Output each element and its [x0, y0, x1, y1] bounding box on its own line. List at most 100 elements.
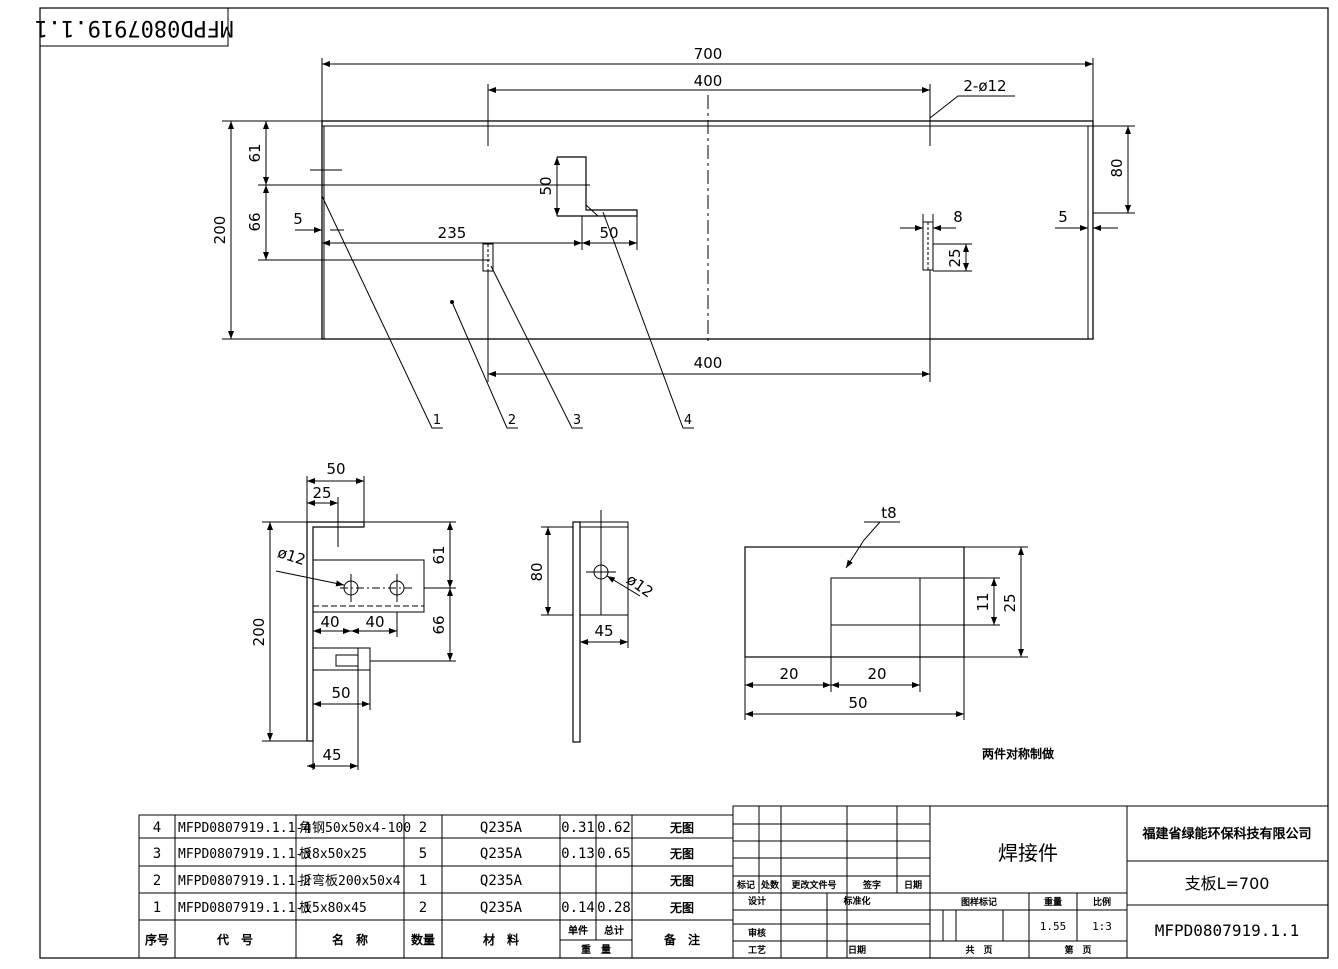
- title-drawing-number: MFPD0807919.1.1: [1155, 921, 1300, 940]
- plate-thickness: t8: [881, 504, 896, 522]
- bom-header-no: 序号: [145, 932, 169, 947]
- dim-side-25: 25: [312, 484, 331, 502]
- bom-row1-unit: 0.14: [561, 900, 595, 916]
- bom-row4-name: 角钢50x50x4-100: [299, 821, 411, 836]
- drawing-number-stamp: MFPD0807919.1.1: [35, 7, 234, 47]
- dim-plate-11: 11: [974, 592, 992, 611]
- bom-header-weight: 重 量: [581, 943, 611, 956]
- dim-side-dia12: ø12: [275, 543, 307, 569]
- dim-side-50-top: 50: [326, 460, 345, 478]
- bom-header-remark: 备 注: [663, 932, 700, 947]
- bom-header-name: 名 称: [332, 932, 368, 947]
- bom-row2-qty: 1: [419, 873, 427, 889]
- balloon-4: 4: [684, 413, 692, 428]
- bom-row4-material: Q235A: [480, 820, 523, 836]
- dim-mid-80: 80: [528, 562, 546, 581]
- dim-side-200: 200: [250, 618, 268, 647]
- balloon-1: 1: [433, 413, 441, 428]
- dim-plate-20-a: 20: [779, 665, 798, 683]
- bom-header-unit: 单件: [568, 924, 588, 937]
- weight-value: 1.55: [1040, 920, 1067, 933]
- plate-view-labels: t8 11 25 20 20 50: [779, 504, 1019, 712]
- dim-side-66: 66: [430, 615, 448, 634]
- dim-plate-50: 50: [848, 694, 867, 712]
- label-total-sheets: 共 页: [965, 944, 992, 956]
- dim-50-vert: 50: [537, 176, 555, 195]
- bom-row2-name: 折弯板200x50x4: [299, 873, 401, 889]
- bom-row3-qty: 5: [419, 846, 427, 862]
- bom-row2-remark: 无图: [669, 874, 694, 888]
- side-view-mid-labels: 80 ø12 45: [528, 562, 657, 640]
- bom-row1-remark: 无图: [669, 901, 694, 915]
- bom-row2-no: 2: [153, 873, 161, 889]
- label-stage-mark: 图样标记: [961, 896, 997, 908]
- label-standardize: 标准化: [842, 895, 870, 907]
- dim-8: 8: [953, 208, 963, 226]
- dim-235: 235: [438, 224, 467, 242]
- bom-row4-code: MFPD0807919.1.1-4: [178, 821, 311, 836]
- dim-400-bottom: 400: [694, 354, 723, 372]
- bom-row3-remark: 无图: [669, 847, 694, 861]
- bom-header-qty: 数量: [411, 932, 435, 947]
- dim-50-horiz: 50: [599, 224, 618, 242]
- bom-row1-name: 板5x80x45: [299, 901, 367, 916]
- side-view-mid: [541, 510, 641, 743]
- dim-700: 700: [694, 45, 723, 63]
- bom-row3-no: 3: [153, 846, 161, 862]
- bom-row4-remark: 无图: [669, 821, 694, 835]
- dim-plate-20-b: 20: [867, 665, 886, 683]
- rev-header-doc: 更改文件号: [791, 879, 836, 891]
- bom-row4-qty: 2: [419, 820, 427, 836]
- dim-61: 61: [246, 143, 264, 162]
- label-date: 日期: [848, 944, 866, 956]
- label-sheet-no: 第 页: [1064, 944, 1091, 956]
- bom-row4-unit: 0.31: [561, 820, 595, 836]
- part-name: 支板L=700: [1185, 874, 1270, 893]
- rev-header-date: 日期: [904, 879, 922, 891]
- bom-header-total: 总计: [604, 924, 624, 937]
- hole-callout: 2-ø12: [963, 77, 1006, 95]
- bom-row3-material: Q235A: [480, 846, 523, 862]
- main-view-labels: 700 400 2-ø12 200 61 66 5 235 50 50 8 25…: [211, 45, 1126, 428]
- bom-row4-no: 4: [153, 820, 161, 836]
- bom-row1-material: Q235A: [480, 900, 523, 916]
- label-weight: 重量: [1044, 896, 1062, 908]
- rev-header-count: 处数: [760, 879, 780, 891]
- dim-side-40-a: 40: [320, 613, 339, 631]
- bom-row3-unit: 0.13: [561, 846, 595, 862]
- symmetry-note: 两件对称制做: [982, 746, 1055, 761]
- drawing-number-rotated: MFPD0807919.1.1: [35, 15, 234, 40]
- bom-row3-name: 板8x50x25: [299, 847, 367, 862]
- dim-5-left: 5: [293, 210, 303, 228]
- side-view-left-labels: 50 25 ø12 61 66 200 40 40 50 45: [250, 460, 448, 764]
- bom-row1-total: 0.28: [597, 900, 631, 916]
- bom-row3-code: MFPD0807919.1.1-3: [178, 847, 311, 862]
- rev-header-sign: 签字: [862, 879, 881, 891]
- part-title: 焊接件: [998, 841, 1058, 865]
- bom-table-text: 4 MFPD0807919.1.1-4 角钢50x50x4-100 2 Q235…: [145, 820, 700, 956]
- dim-5-right: 5: [1058, 208, 1068, 226]
- dim-66: 66: [246, 212, 264, 231]
- balloon-3: 3: [573, 413, 581, 428]
- label-scale: 比例: [1093, 896, 1111, 908]
- bom-row4-total: 0.62: [597, 820, 631, 836]
- company-name: 福建省绿能环保科技有限公司: [1141, 826, 1311, 842]
- scale-value: 1:3: [1092, 920, 1112, 933]
- bom-row2-material: Q235A: [480, 873, 523, 889]
- label-design: 设计: [748, 895, 766, 907]
- side-view-left: [262, 476, 456, 770]
- bom-header-material: 材 料: [482, 932, 519, 947]
- dim-80: 80: [1108, 158, 1126, 177]
- title-block-grid: [732, 805, 1329, 959]
- plate-view: [744, 521, 1028, 720]
- dim-200: 200: [211, 216, 229, 245]
- dim-side-50-bottom: 50: [331, 684, 350, 702]
- dim-side-61: 61: [430, 545, 448, 564]
- bom-row1-code: MFPD0807919.1.1-1: [178, 901, 311, 916]
- dim-side-40-b: 40: [365, 613, 384, 631]
- dim-mid-45: 45: [594, 622, 613, 640]
- bom-row2-code: MFPD0807919.1.1-2: [178, 874, 311, 889]
- rev-header-mark: 标记: [736, 879, 755, 891]
- bom-row1-no: 1: [153, 900, 161, 916]
